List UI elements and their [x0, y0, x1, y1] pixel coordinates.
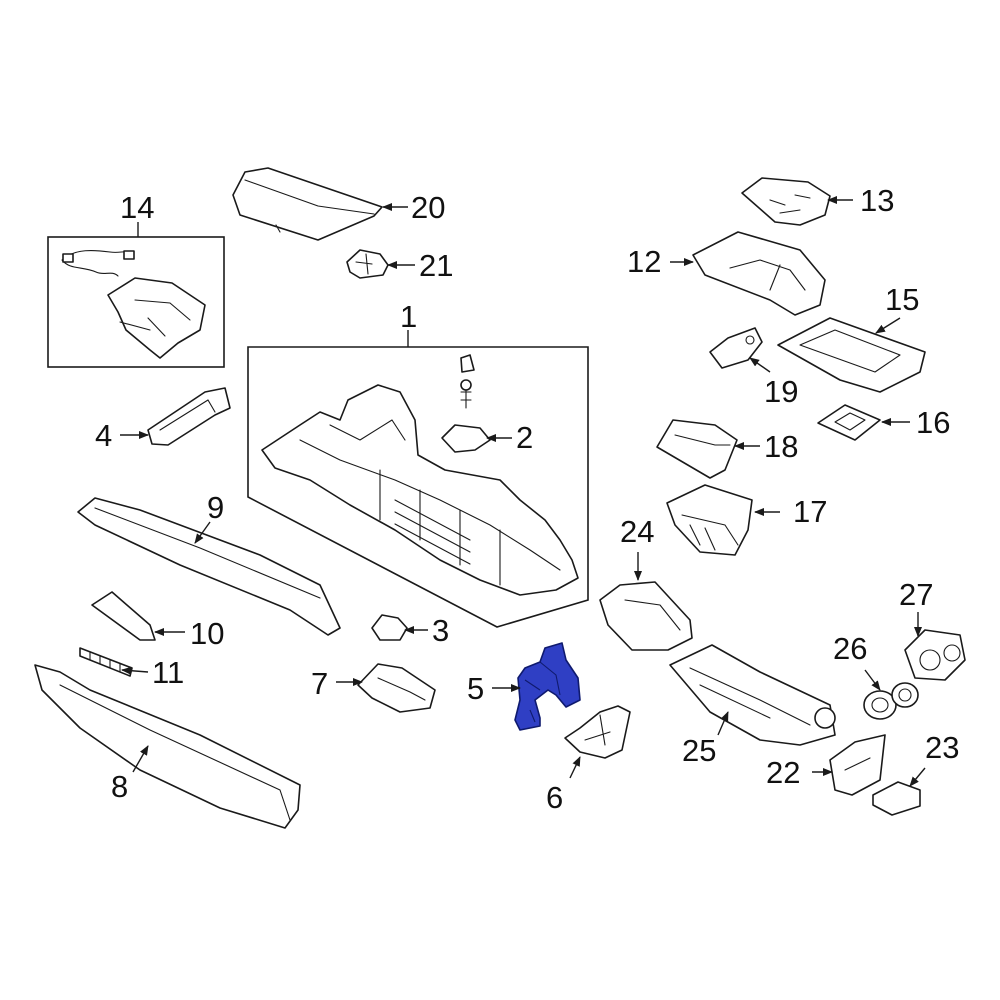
part-19-switch[interactable] — [709, 327, 763, 369]
callout-7: 7 — [311, 666, 328, 701]
callout-10: 10 — [190, 616, 224, 651]
part-15-tray[interactable] — [777, 317, 926, 393]
group-box-14 — [47, 236, 225, 368]
part-17-storage-bin[interactable] — [666, 484, 753, 556]
part-25-air-duct[interactable] — [669, 644, 836, 746]
part-1-console-body[interactable] — [261, 384, 579, 596]
part-16-pad[interactable] — [817, 404, 881, 441]
callout-5: 5 — [467, 671, 484, 706]
callout-20: 20 — [411, 190, 445, 225]
callout-23: 23 — [925, 730, 959, 765]
callout-8: 8 — [111, 769, 128, 804]
callout-12: 12 — [627, 244, 661, 279]
part-11-clip-strip[interactable] — [79, 647, 133, 677]
callout-4: 4 — [95, 418, 112, 453]
callout-16: 16 — [916, 405, 950, 440]
part-21-latch[interactable] — [346, 249, 389, 279]
part-27-vent-bezel[interactable] — [904, 629, 966, 681]
part-5-bracket-highlighted[interactable] — [514, 642, 581, 731]
part-26-vent[interactable] — [863, 682, 919, 720]
callout-27: 27 — [899, 577, 933, 612]
callout-17: 17 — [793, 494, 827, 529]
callout-18: 18 — [764, 429, 798, 464]
part-18-bin[interactable] — [656, 419, 738, 479]
callout-1: 1 — [400, 299, 417, 334]
callout-22: 22 — [766, 755, 800, 790]
callout-3: 3 — [432, 613, 449, 648]
part-12-console-top[interactable] — [692, 231, 826, 316]
part-4-bracket[interactable] — [147, 387, 231, 446]
leader-lines — [120, 196, 926, 787]
callout-9: 9 — [207, 490, 224, 525]
group-box-1 — [247, 346, 589, 628]
part-2-clip[interactable] — [441, 354, 491, 453]
part-10-trim[interactable] — [91, 591, 156, 641]
part-24-duct[interactable] — [599, 581, 693, 651]
callout-15: 15 — [885, 282, 919, 317]
callout-21: 21 — [419, 248, 453, 283]
part-20-armrest-lid[interactable] — [232, 167, 383, 241]
callout-25: 25 — [682, 733, 716, 768]
part-6-bracket[interactable] — [564, 705, 631, 759]
callout-labels: 1 2 3 4 5 6 7 8 9 10 11 12 13 14 15 16 1… — [95, 183, 959, 815]
callout-6: 6 — [546, 780, 563, 815]
part-8-side-panel[interactable] — [34, 664, 301, 829]
part-7-bracket[interactable] — [357, 663, 436, 713]
callout-13: 13 — [860, 183, 894, 218]
part-13-bezel[interactable] — [741, 177, 831, 226]
part-22-trim-piece[interactable] — [829, 734, 886, 796]
callout-24: 24 — [620, 514, 654, 549]
callout-11: 11 — [152, 655, 184, 690]
part-9-trim-panel[interactable] — [77, 497, 341, 636]
part-23-pad[interactable] — [872, 781, 921, 816]
callout-26: 26 — [833, 631, 867, 666]
part-14-module-harness[interactable] — [61, 249, 206, 359]
part-3-clip[interactable] — [371, 614, 408, 641]
callout-14: 14 — [120, 190, 154, 225]
callout-19: 19 — [764, 374, 798, 409]
callout-2: 2 — [516, 420, 533, 455]
